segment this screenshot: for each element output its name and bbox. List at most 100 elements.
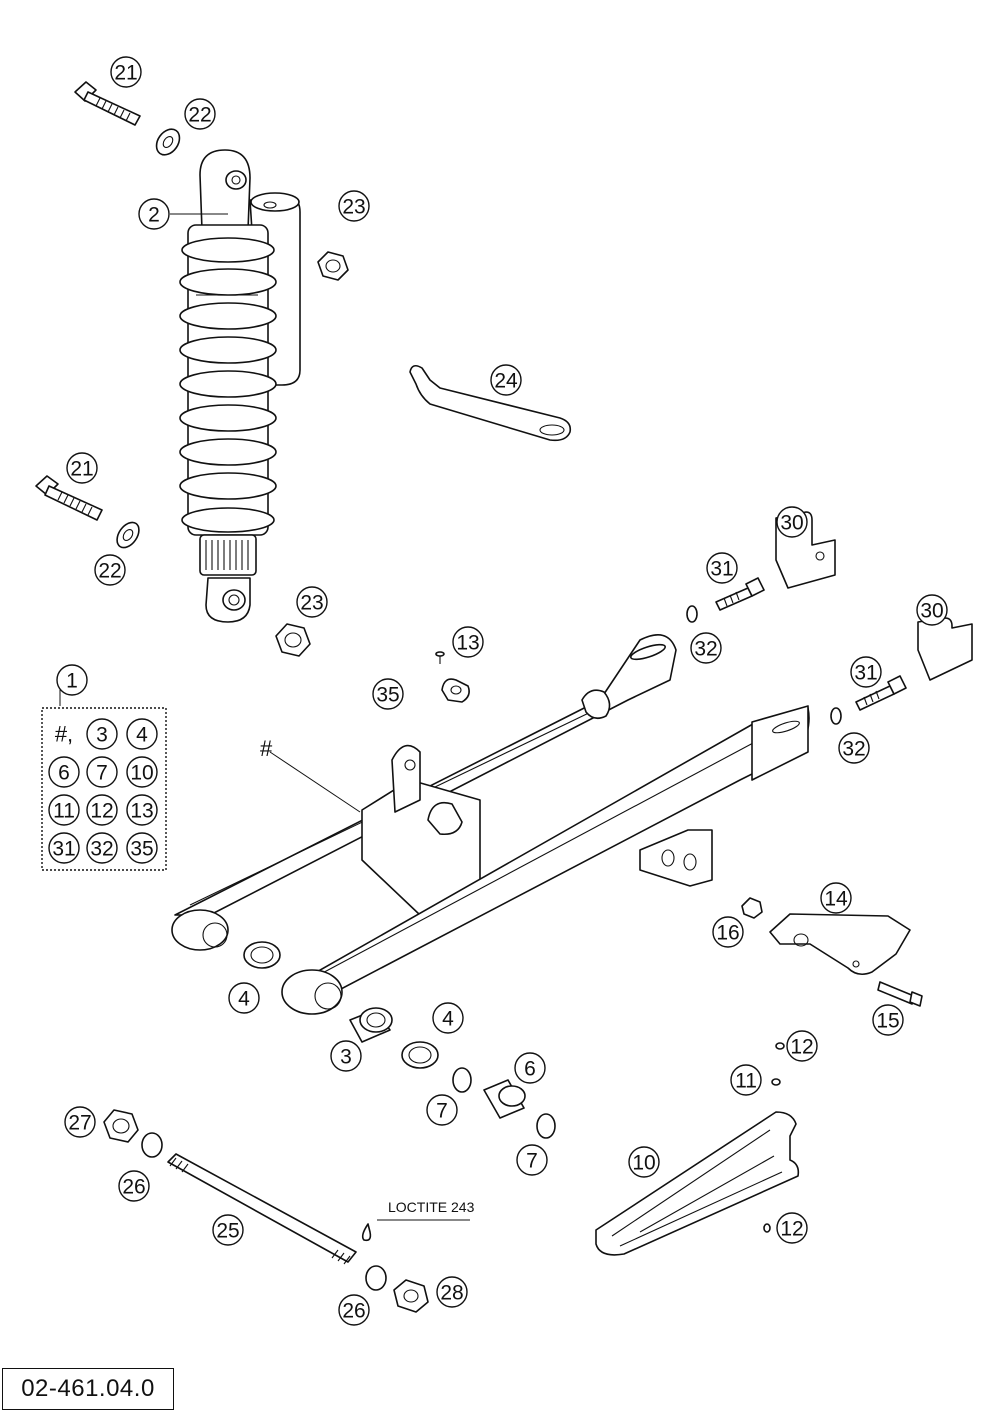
nut-11 (771, 1078, 781, 1086)
kit-item-10: 10 (126, 756, 158, 788)
screw-13 (435, 651, 445, 664)
callout-32: 32 (838, 732, 870, 764)
callout-label: 32 (842, 738, 865, 761)
kit-item-13: 13 (126, 794, 158, 826)
callout-16: 16 (712, 916, 744, 948)
kit-item-11: 11 (48, 794, 80, 826)
washer-26-left (141, 1132, 163, 1158)
o-ring-7-left (452, 1067, 472, 1093)
callout-label: 4 (238, 988, 250, 1011)
callout-25: 25 (212, 1214, 244, 1246)
callout-21: 21 (110, 56, 142, 88)
hook-wrench-24 (409, 364, 572, 442)
callout-label: 21 (114, 62, 137, 85)
callout-26: 26 (118, 1170, 150, 1202)
bolt-21-lower (35, 475, 103, 521)
diagram-code-box: 02-461.04.0 (2, 1368, 174, 1410)
washer-22-lower (116, 521, 140, 549)
callout-4: 4 (228, 982, 260, 1014)
callout-label: 22 (188, 104, 211, 127)
callout-label: 10 (632, 1152, 655, 1175)
callout-22: 22 (94, 554, 126, 586)
sleeve-6 (483, 1079, 526, 1119)
bolt-21-top (74, 81, 141, 126)
leader-lines (59, 213, 470, 1221)
kit-item-label: 6 (58, 762, 70, 785)
washer-32-right (830, 707, 842, 725)
callout-7: 7 (426, 1094, 458, 1126)
callout-label: 32 (694, 638, 717, 661)
kit-item-7: 7 (86, 756, 118, 788)
callout-label: 23 (342, 196, 365, 219)
kit-item-label: 11 (53, 800, 75, 823)
kit-item-label: 35 (130, 838, 153, 861)
callout-30: 30 (916, 594, 948, 626)
callout-6: 6 (514, 1052, 546, 1084)
callout-label: 13 (456, 632, 479, 655)
callout-label: 26 (122, 1176, 145, 1199)
o-ring-7-right (536, 1113, 556, 1139)
callout-label: 31 (710, 558, 733, 581)
callout-14: 14 (820, 882, 852, 914)
loctite-note: LOCTITE 243 (388, 1199, 475, 1215)
callout-23: 23 (296, 586, 328, 618)
washer-22-top (155, 128, 181, 156)
screw-12-upper (775, 1042, 785, 1050)
chain-slider-30-right (917, 617, 973, 681)
nut-27 (103, 1109, 139, 1143)
callout-26: 26 (338, 1294, 370, 1326)
kit-item-label: 32 (90, 838, 113, 861)
callout-27: 27 (64, 1106, 96, 1138)
nut-28 (393, 1279, 429, 1313)
callout-label: 4 (442, 1008, 454, 1031)
bolt-31-right (855, 675, 907, 711)
callout-23: 23 (338, 190, 370, 222)
callout-label: 7 (436, 1100, 448, 1123)
kit-item-label: 3 (96, 724, 108, 747)
kit-item-32: 32 (86, 832, 118, 864)
callout-label: 3 (340, 1046, 352, 1069)
kit-item-label: 12 (90, 800, 113, 823)
kit-item-label: 7 (96, 762, 108, 785)
clip-35 (441, 678, 470, 703)
callout-11: 11 (730, 1064, 762, 1096)
swingarm (171, 634, 810, 1015)
callout-label: 11 (735, 1070, 757, 1093)
callout-28: 28 (436, 1276, 468, 1308)
callout-22: 22 (184, 98, 216, 130)
kit-item-label: 13 (130, 800, 153, 823)
callout-1: 1 (56, 664, 88, 696)
bushing-3 (349, 1007, 393, 1043)
callout-7: 7 (516, 1144, 548, 1176)
callout-label: 35 (376, 684, 399, 707)
kit-item-12: 12 (86, 794, 118, 826)
callout-label: 24 (494, 370, 518, 393)
callout-label: 14 (824, 888, 848, 911)
callout-label: 30 (780, 512, 803, 535)
loctite-drop (361, 1223, 372, 1242)
callout-label: 25 (216, 1220, 239, 1243)
kit-item-label: 10 (130, 762, 153, 785)
chain-slider-10 (595, 1111, 800, 1256)
pivot-axle-25 (167, 1153, 357, 1265)
callout-3: 3 (330, 1040, 362, 1072)
callout-label: 21 (70, 458, 93, 481)
kit-item-35: 35 (126, 832, 158, 864)
callout-35: 35 (372, 678, 404, 710)
callout-label: 16 (716, 922, 739, 945)
kit-item-label: 31 (52, 838, 75, 861)
kit-item-4: 4 (126, 718, 158, 750)
callout-10: 10 (628, 1146, 660, 1178)
washer-26-right (365, 1265, 387, 1291)
callout-24: 24 (490, 364, 522, 396)
callout-label: 1 (66, 670, 78, 693)
callout-12: 12 (776, 1212, 808, 1244)
washer-32-upper (686, 605, 698, 623)
callout-32: 32 (690, 632, 722, 664)
callout-label: 31 (854, 662, 877, 685)
nut-23-top (317, 251, 349, 281)
callout-label: 27 (68, 1112, 91, 1135)
kit-item-31: 31 (48, 832, 80, 864)
